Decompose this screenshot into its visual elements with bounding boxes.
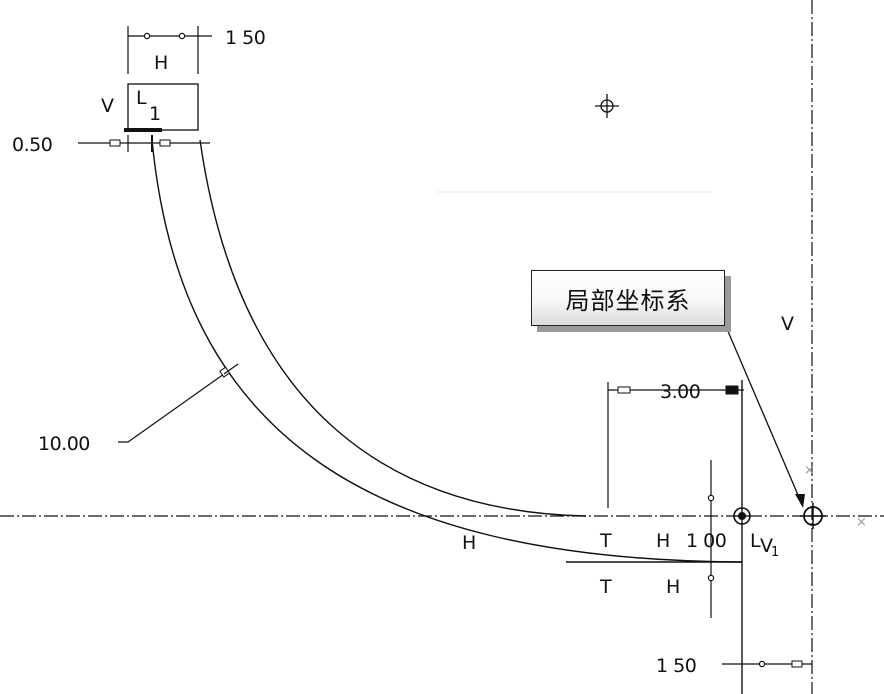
outer-arc-path[interactable] — [151, 139, 743, 563]
top-offset-dimension[interactable]: 0.50 — [12, 134, 53, 156]
t-constraint-lower: T — [599, 576, 612, 598]
local-coordinate-system-icon[interactable] — [800, 503, 826, 529]
local-coordinate-system-callout: 局部坐标系 — [531, 270, 725, 326]
bottom-offset-dimension[interactable]: 1 50 — [656, 655, 697, 677]
offset-handle-right[interactable] — [159, 139, 171, 147]
top-dim-handle-right[interactable] — [178, 32, 186, 40]
v-constraint-right: V — [781, 313, 794, 335]
top-width-dimension[interactable]: 1 50 — [225, 27, 266, 49]
l1-rectangle[interactable] — [127, 83, 199, 131]
length-handle-right[interactable] — [725, 385, 739, 395]
h-constraint-arc: H — [462, 532, 476, 554]
offset-handle-left[interactable] — [109, 139, 121, 147]
t-constraint-upper: T — [599, 530, 612, 552]
right-height-dimension[interactable]: 1 00 — [686, 530, 727, 552]
callout-leader — [723, 321, 802, 503]
inner-arc-path[interactable] — [199, 139, 587, 517]
arc-radius-dimension[interactable]: 10.00 — [38, 433, 90, 455]
l1-label-letter: L — [136, 87, 147, 109]
h-constraint-top: H — [154, 52, 168, 74]
sketch-point-crosshair[interactable] — [595, 94, 619, 118]
radius-arrow — [223, 363, 239, 375]
height-handle-top[interactable] — [707, 494, 715, 502]
height-handle-bottom[interactable] — [707, 574, 715, 582]
h-constraint-upper: H — [656, 530, 670, 552]
csys-axis-mark-top: × — [804, 463, 815, 478]
endpoint-marker[interactable] — [733, 507, 751, 525]
csys-axis-mark-right: × — [856, 515, 867, 530]
top-dim-handle-left[interactable] — [143, 32, 151, 40]
sub-right-label: 1 — [771, 545, 779, 560]
radius-handle[interactable] — [219, 366, 231, 378]
l1-label-subscript: 1 — [149, 103, 161, 125]
v-constraint-right-small: V — [760, 535, 773, 557]
callout-arrowhead — [795, 494, 805, 508]
h-constraint-lower: H — [666, 576, 680, 598]
radius-leader — [118, 373, 225, 443]
right-length-dimension[interactable]: 3.00 — [660, 381, 701, 403]
v-constraint-top: V — [101, 95, 114, 117]
bottom-handle-right[interactable] — [791, 660, 803, 668]
l-constraint-right: L — [750, 530, 761, 552]
bottom-handle-left[interactable] — [758, 660, 766, 668]
length-handle-left[interactable] — [617, 386, 631, 394]
